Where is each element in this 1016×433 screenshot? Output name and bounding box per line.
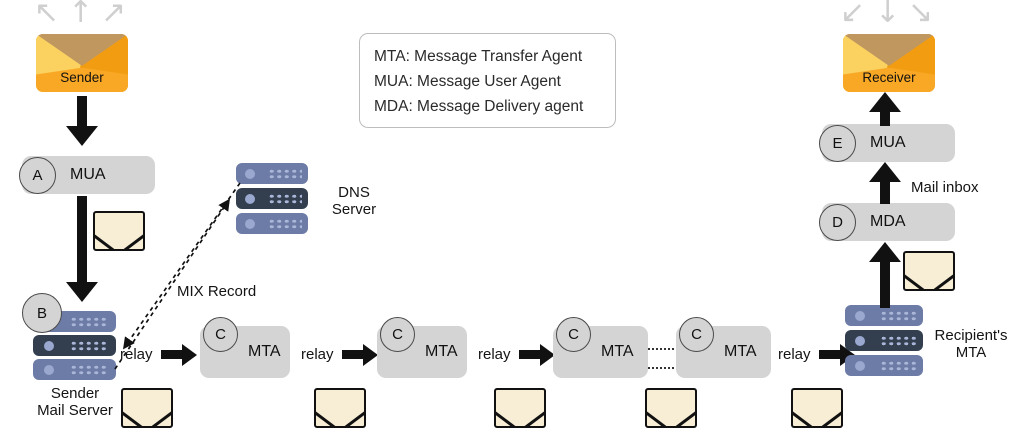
message-envelope-icon-5 xyxy=(645,388,697,428)
mta-box-3[interactable]: MTA xyxy=(553,326,648,378)
sender-outgoing-arrow-up-icon: ↑ xyxy=(68,0,94,30)
step-badge-c-3: C xyxy=(556,317,591,352)
arrow-relay-3 xyxy=(519,344,555,366)
dns-server-icon xyxy=(236,163,308,235)
receiver-incoming-arrow-downright-icon: ↘ xyxy=(908,0,934,30)
receiver-incoming-arrow-downleft-icon: ↙ xyxy=(840,0,866,30)
step-badge-a: A xyxy=(19,157,56,194)
message-envelope-icon-3 xyxy=(314,388,366,428)
relay-label-1: relay xyxy=(120,346,153,363)
message-envelope-icon-7 xyxy=(791,388,843,428)
mta-label-1: MTA xyxy=(248,343,281,360)
arrow-recipient-mta-to-mda xyxy=(869,242,901,308)
arrow-sender-to-mua xyxy=(66,96,98,146)
relay-label-3: relay xyxy=(478,346,511,363)
step-badge-d: D xyxy=(819,204,856,241)
arrow-relay-1 xyxy=(161,344,197,366)
relay-label-4: relay xyxy=(778,346,811,363)
arrow-mda-to-mua xyxy=(869,162,901,204)
step-badge-c-1: C xyxy=(203,317,238,352)
legend-box: MTA: Message Transfer Agent MUA: Message… xyxy=(359,33,616,128)
step-badge-c-2: C xyxy=(380,317,415,352)
sender-envelope-label: Sender xyxy=(60,70,104,85)
arrow-mua-to-receiver xyxy=(869,92,901,126)
sender-mua-label: MUA xyxy=(70,166,106,183)
mta-label-4: MTA xyxy=(724,343,757,360)
arrow-mua-to-sender-mail-server xyxy=(66,196,98,306)
legend-line-mta: MTA: Message Transfer Agent xyxy=(374,48,583,65)
sender-mail-server-icon xyxy=(33,311,116,381)
step-badge-e: E xyxy=(819,125,856,162)
recipient-mda-label: MDA xyxy=(870,213,906,230)
mta-chain-continuation-dots xyxy=(648,348,674,369)
sender-outgoing-arrows-icon: ↖ xyxy=(34,0,60,30)
legend-line-mda: MDA: Message Delivery agent xyxy=(374,98,584,115)
recipient-mua-label: MUA xyxy=(870,134,906,151)
recipient-mta-server-icon xyxy=(845,305,923,377)
relay-label-2: relay xyxy=(301,346,334,363)
mta-label-3: MTA xyxy=(601,343,634,360)
arrow-relay-2 xyxy=(342,344,378,366)
receiver-incoming-arrow-down-icon: ↓ xyxy=(875,0,901,30)
receiver-envelope-icon: Receiver xyxy=(843,34,935,92)
message-envelope-icon-4 xyxy=(494,388,546,428)
receiver-envelope-label: Receiver xyxy=(862,70,916,85)
mail-inbox-label: Mail inbox xyxy=(911,179,979,196)
mix-record-label: MIX Record xyxy=(177,283,257,300)
step-badge-c-4: C xyxy=(679,317,714,352)
mta-label-2: MTA xyxy=(425,343,458,360)
legend-line-mua: MUA: Message User Agent xyxy=(374,73,561,90)
message-envelope-icon-2 xyxy=(121,388,173,428)
step-badge-b: B xyxy=(22,293,62,333)
sender-outgoing-arrow-upright-icon: ↗ xyxy=(101,0,127,30)
message-envelope-icon-6 xyxy=(903,251,955,291)
message-envelope-icon-1 xyxy=(93,211,145,251)
sender-envelope-icon: Sender xyxy=(36,34,128,92)
